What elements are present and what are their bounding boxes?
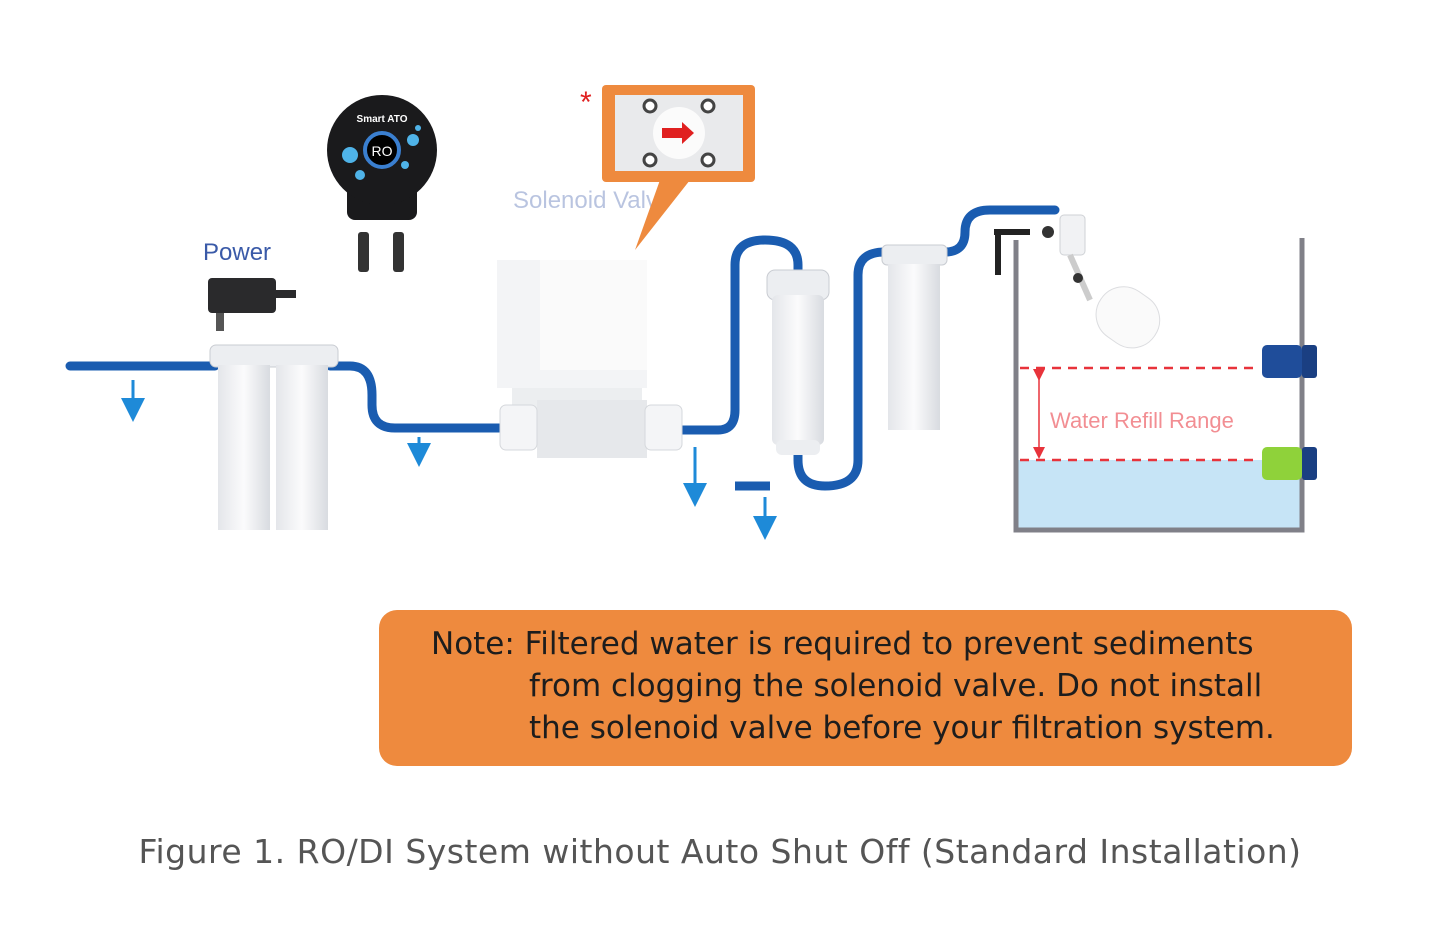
refill-range-label: Water Refill Range	[1050, 408, 1234, 433]
di-column	[766, 269, 830, 455]
smart-ato-controller: RO Smart ATO	[327, 95, 437, 272]
level-sensor-low	[1262, 447, 1317, 480]
note-box: Note: Filtered water is required to prev…	[379, 610, 1352, 766]
solenoid-valve	[497, 260, 683, 458]
callout-marker: *	[580, 86, 592, 119]
ro-membrane-housing	[881, 244, 948, 430]
controller-title: Smart ATO	[357, 114, 408, 125]
flow-direction-arrow-icon	[662, 122, 694, 144]
note-line-1: Note: Filtered water is required to prev…	[431, 626, 1254, 662]
valve-flow-callout	[602, 85, 755, 250]
note-line-2: from clogging the solenoid valve. Do not…	[529, 668, 1263, 704]
controller-badge: RO	[372, 143, 393, 159]
float-valve	[994, 214, 1161, 349]
level-sensor-high	[1262, 345, 1317, 378]
note-line-3: the solenoid valve before your filtratio…	[529, 710, 1275, 746]
pre-filter-housings	[209, 344, 339, 530]
power-label: Power	[203, 239, 271, 266]
figure-caption: Figure 1. RO/DI System without Auto Shut…	[138, 832, 1302, 871]
refill-range-markers	[1020, 366, 1260, 462]
water-tank	[1013, 238, 1305, 533]
power-adapter-icon	[208, 278, 296, 331]
flow-arrows	[121, 380, 777, 540]
solenoid-valve-label: Solenoid Valve	[513, 187, 671, 214]
water-pipe	[65, 205, 1060, 491]
